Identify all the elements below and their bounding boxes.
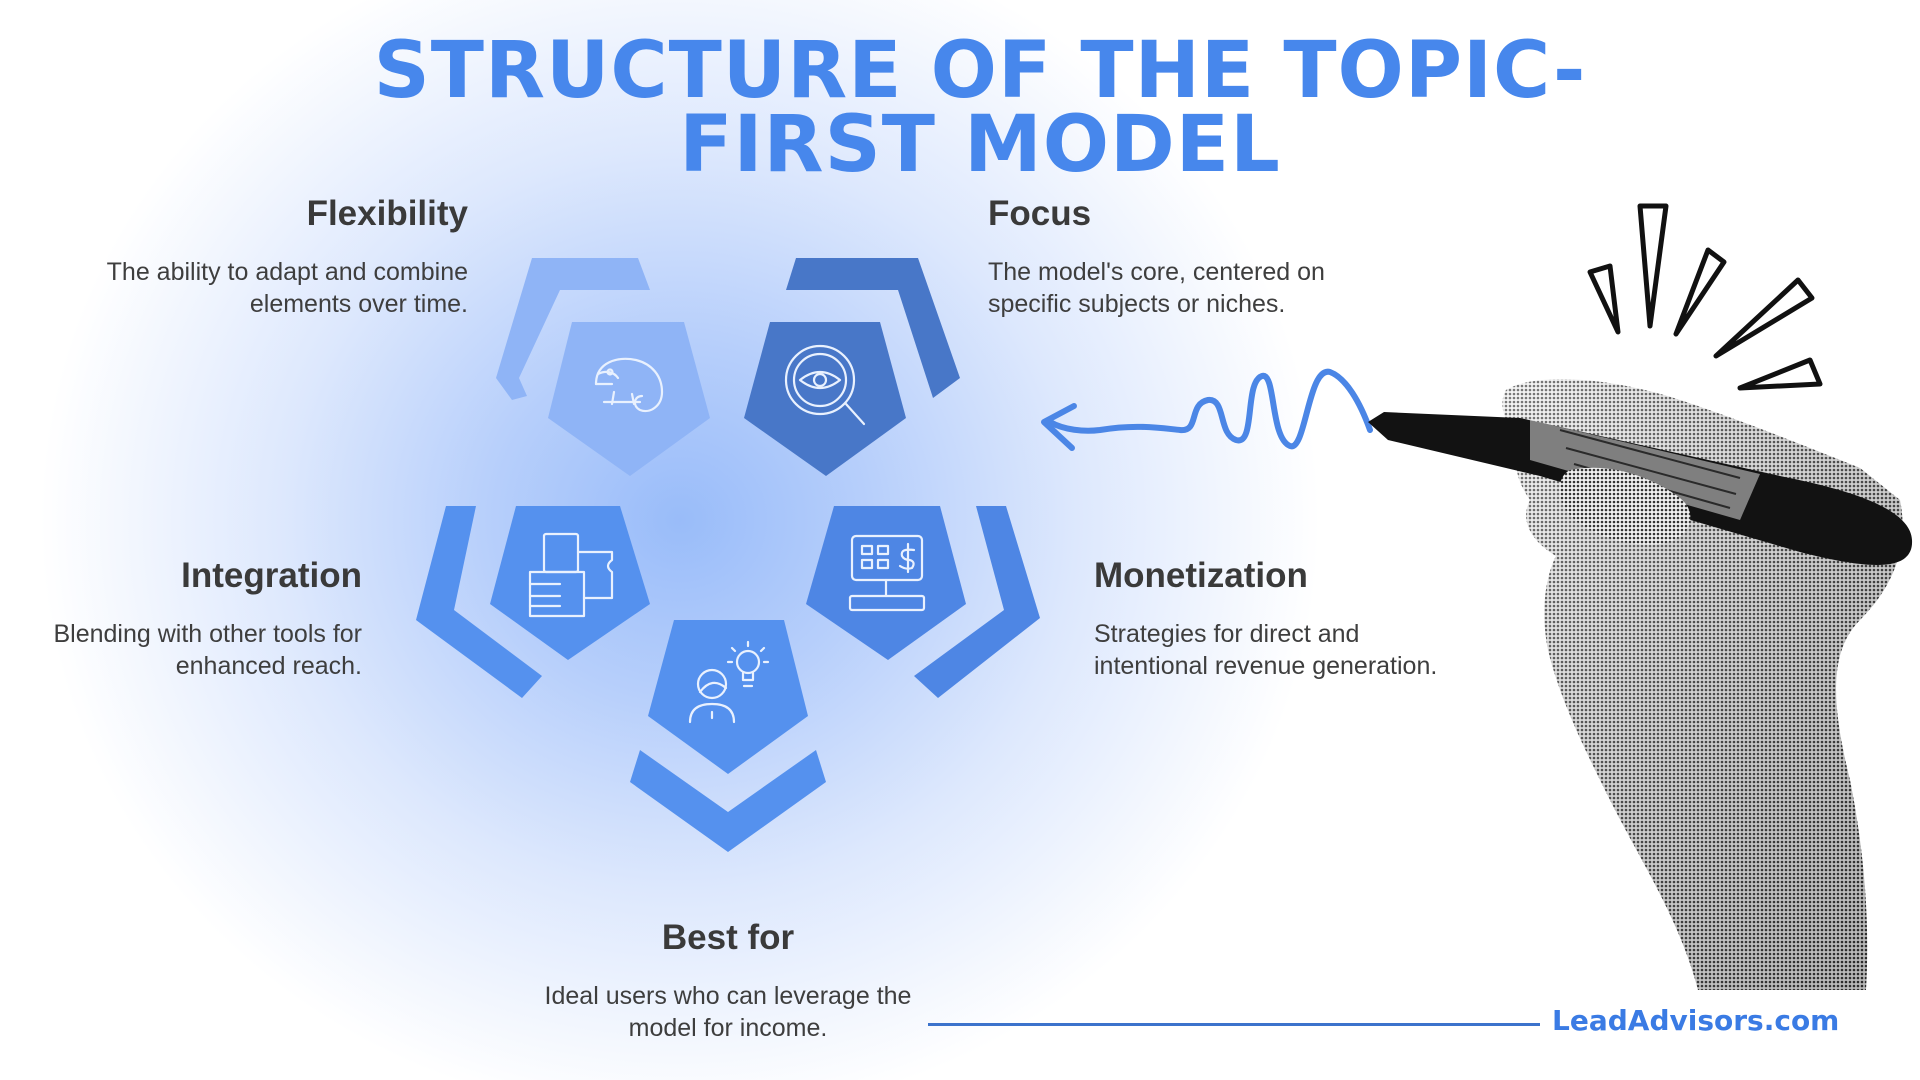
segment-best-for <box>630 620 826 852</box>
best-for-description: Ideal users who can leverage the model f… <box>544 982 912 1042</box>
puzzle-pieces-icon <box>528 532 614 618</box>
flexibility-chevron <box>496 258 650 400</box>
integration-description: Blending with other tools for enhanced r… <box>53 620 362 680</box>
flexibility-pentagon <box>548 322 710 476</box>
flexibility-heading: Flexibility <box>306 194 468 233</box>
segment-focus <box>744 258 960 476</box>
burst-lines-icon <box>1587 203 1823 391</box>
focus-heading: Focus <box>988 194 1092 233</box>
label-integration: Integration Blending with other tools fo… <box>16 556 362 682</box>
brand-divider <box>928 1023 1540 1026</box>
hand-holding-marker-icon <box>1368 379 1913 991</box>
monetization-description: Strategies for direct and intentional re… <box>1094 620 1438 680</box>
magnifier-eye-icon <box>784 344 866 426</box>
focus-pentagon <box>744 322 906 476</box>
segment-monetization <box>806 506 1040 698</box>
segment-flexibility <box>496 258 710 476</box>
chameleon-icon <box>594 357 664 413</box>
label-flexibility: Flexibility The ability to adapt and com… <box>100 194 468 320</box>
monetization-heading: Monetization <box>1094 556 1308 595</box>
best-for-pentagon <box>648 620 808 774</box>
focus-description: The model's core, centered on specific s… <box>988 258 1325 318</box>
brand-link[interactable]: LeadAdvisors.com <box>1552 1004 1840 1037</box>
flexibility-description: The ability to adapt and combine element… <box>106 258 468 318</box>
focus-chevron <box>786 258 960 398</box>
monetization-chevron <box>914 506 1040 698</box>
cash-register-icon <box>848 534 926 612</box>
page-title: STRUCTURE OF THE TOPIC-FIRST MODEL <box>373 26 1587 190</box>
label-monetization: Monetization Strategies for direct and i… <box>1094 556 1474 682</box>
person-lightbulb-icon <box>688 640 770 724</box>
integration-heading: Integration <box>181 556 362 595</box>
integration-pentagon <box>490 506 650 660</box>
squiggle-arrow-icon <box>1041 368 1373 451</box>
integration-chevron <box>416 506 542 698</box>
best-for-heading: Best for <box>661 918 795 957</box>
best-for-chevron <box>630 750 826 852</box>
segment-integration <box>416 506 650 698</box>
label-focus: Focus The model's core, centered on spec… <box>988 194 1358 320</box>
label-best-for: Best for Ideal users who can leverage th… <box>540 918 916 1044</box>
